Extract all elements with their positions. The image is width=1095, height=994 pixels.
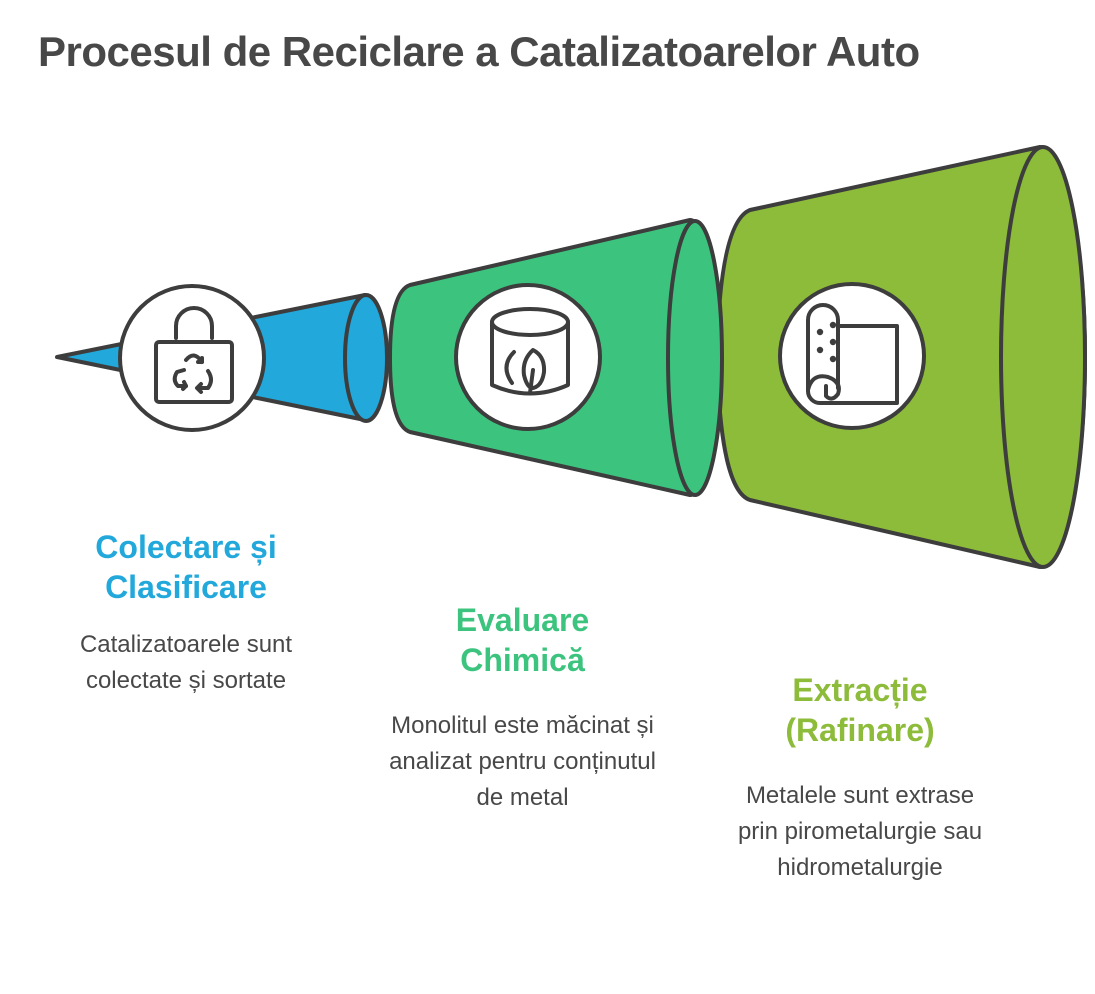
step-1-title-line-1: Colectare și (95, 529, 277, 565)
step-2-title-line-2: Chimică (460, 642, 585, 678)
cone-end-1 (343, 293, 389, 423)
step-3-description: Metalele sunt extrase prin pirometalurgi… (737, 782, 983, 881)
recycle-bag-icon (154, 306, 234, 404)
page-title: Procesul de Reciclare a Catalizatoarelor… (38, 28, 920, 75)
step-1-title: Colectare și Clasificare (52, 527, 320, 607)
step-1-title-line-2: Clasificare (105, 569, 267, 605)
cone-end-3 (999, 145, 1087, 569)
step-3-title-line-2: (Rafinare) (785, 712, 935, 748)
scroll-icon (806, 303, 899, 405)
step-2-title: Evaluare Chimică (385, 600, 660, 680)
canister-leaf-icon (490, 307, 570, 396)
step-2-label: Evaluare Chimică Monolitul este măcinat … (385, 600, 660, 816)
icon-circle-3 (778, 282, 926, 430)
step-1-description: Catalizatoarele sunt colectate și sortat… (79, 631, 293, 694)
step-3-title: Extracție (Rafinare) (725, 670, 995, 750)
cone-end-2 (666, 219, 724, 497)
step-1-label: Colectare și Clasificare Catalizatoarele… (52, 527, 320, 699)
step-2-title-line-1: Evaluare (455, 602, 590, 638)
step-3-title-line-1: Extracție (792, 672, 928, 708)
step-2-description: Monolitul este măcinat și analizat pentr… (389, 712, 656, 811)
step-3-label: Extracție (Rafinare) Metalele sunt extra… (725, 670, 995, 886)
